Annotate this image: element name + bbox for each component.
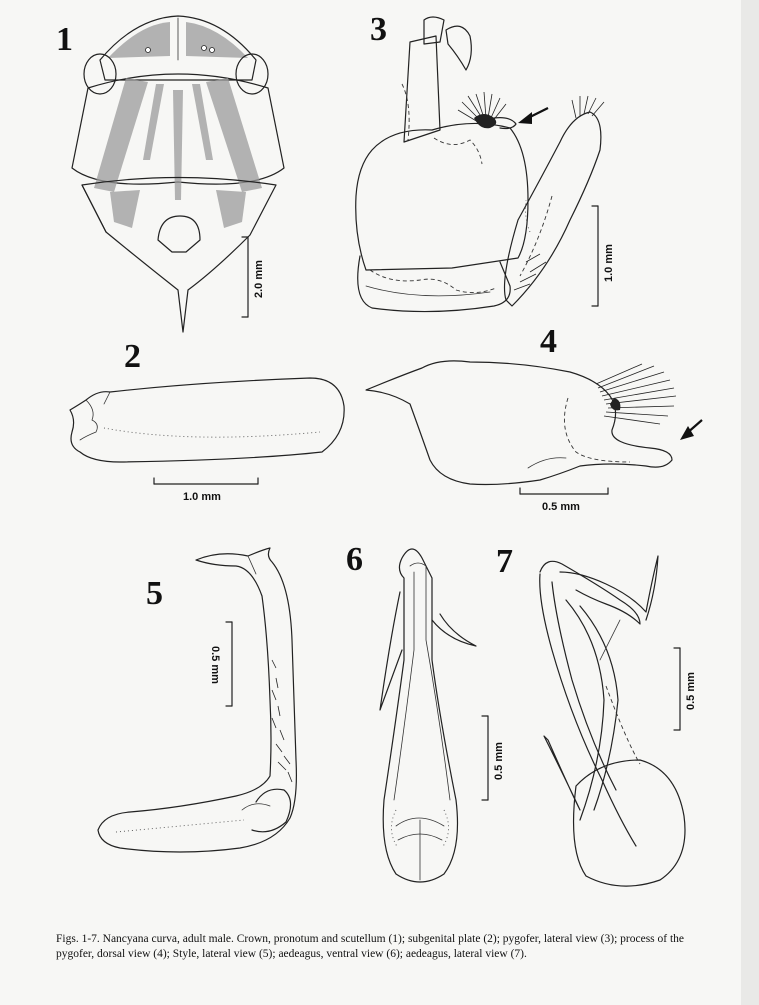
page-edge-strip: [741, 0, 759, 1005]
figure-1-number: 1: [56, 21, 73, 58]
figure-7-scale-label: 0.5 mm: [685, 672, 697, 710]
figure-5-number: 5: [146, 575, 163, 612]
pygofer-setae: [457, 91, 507, 123]
figure-1-crown-pronotum-scutellum: 1 2.0 mm: [56, 15, 285, 333]
figure-caption: Figs. 1-7. Nancyana curva, adult male. C…: [56, 933, 685, 960]
figure-2-scale-label: 1.0 mm: [183, 491, 221, 503]
figure-4-number: 4: [540, 323, 557, 360]
figure-3-scale-label: 1.0 mm: [603, 244, 615, 282]
figure-6-aedeagus-ventral: 6 0.5 mm: [346, 541, 505, 883]
figure-5-style-lateral: 5 0.5 mm: [97, 547, 297, 853]
figure-7-number: 7: [496, 543, 513, 580]
figure-1-scale-label: 2.0 mm: [253, 260, 265, 298]
figure-6-scale-label: 0.5 mm: [493, 742, 505, 780]
figure-5-scale-label: 0.5 mm: [209, 646, 221, 684]
figure-4-process-dorsal: 4 0.5 mm: [365, 323, 703, 513]
figure-3-pygofer-lateral: 3: [355, 11, 615, 313]
figure-2-subgenital-plate: 2 1.0 mm: [69, 338, 345, 503]
style-setae: [571, 95, 605, 119]
figure-6-number: 6: [346, 541, 363, 578]
figure-4-scale-label: 0.5 mm: [542, 501, 580, 513]
style-hairs: [271, 659, 293, 783]
figure-2-number: 2: [124, 338, 141, 375]
figure-3-number: 3: [370, 11, 387, 48]
figure-7-aedeagus-lateral: 7 0.5 mm: [496, 543, 697, 887]
